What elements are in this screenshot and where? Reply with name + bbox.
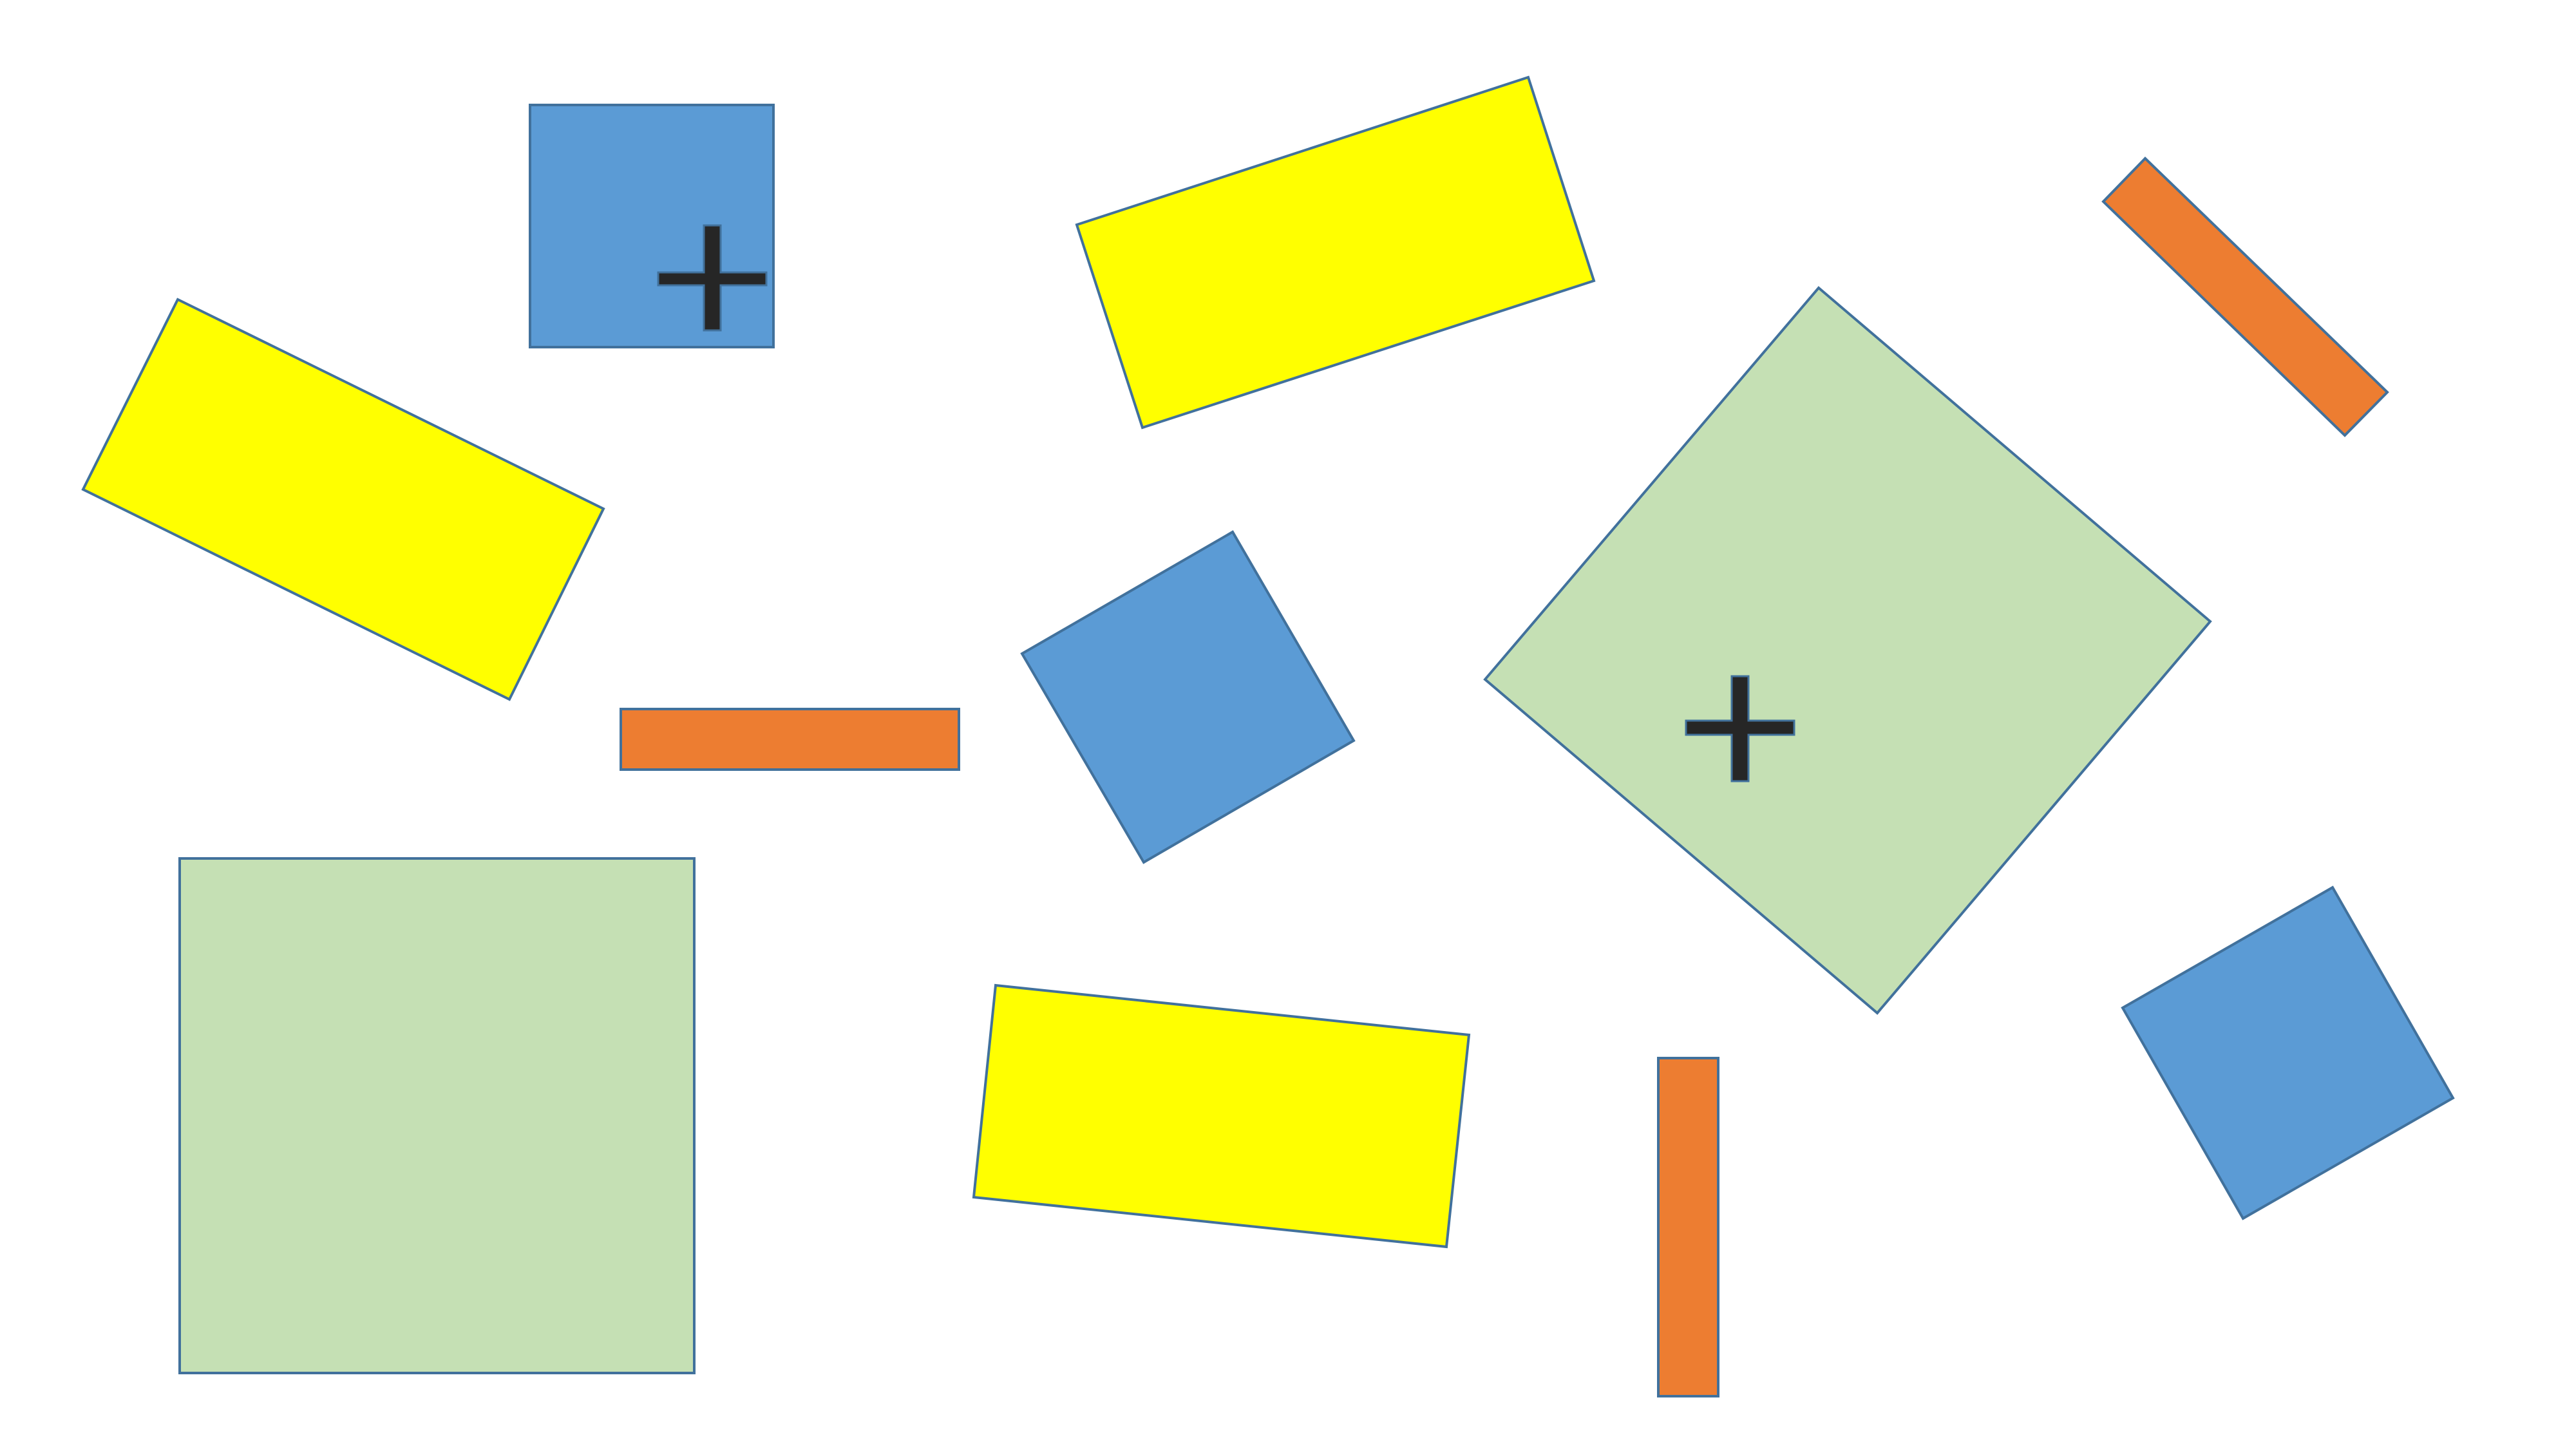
orange-bar-1[interactable] bbox=[2101, 156, 2389, 437]
green-square-2[interactable] bbox=[178, 857, 696, 1374]
plus-icon bbox=[657, 224, 768, 332]
plus-marker-2 bbox=[1685, 675, 1795, 782]
orange-bar-2[interactable] bbox=[620, 708, 960, 771]
orange-bar-3[interactable] bbox=[1657, 1057, 1719, 1397]
green-square-1[interactable] bbox=[1483, 286, 2212, 1015]
blue-square-1[interactable] bbox=[529, 104, 775, 348]
plus-marker-1 bbox=[657, 224, 768, 332]
yellow-rectangle-2[interactable] bbox=[1075, 75, 1596, 430]
blue-square-3[interactable] bbox=[2121, 886, 2455, 1220]
plus-icon bbox=[1685, 675, 1795, 782]
yellow-rectangle-3[interactable] bbox=[972, 983, 1471, 1249]
yellow-rectangle-1[interactable] bbox=[81, 298, 605, 701]
blue-square-2[interactable] bbox=[1020, 530, 1356, 864]
